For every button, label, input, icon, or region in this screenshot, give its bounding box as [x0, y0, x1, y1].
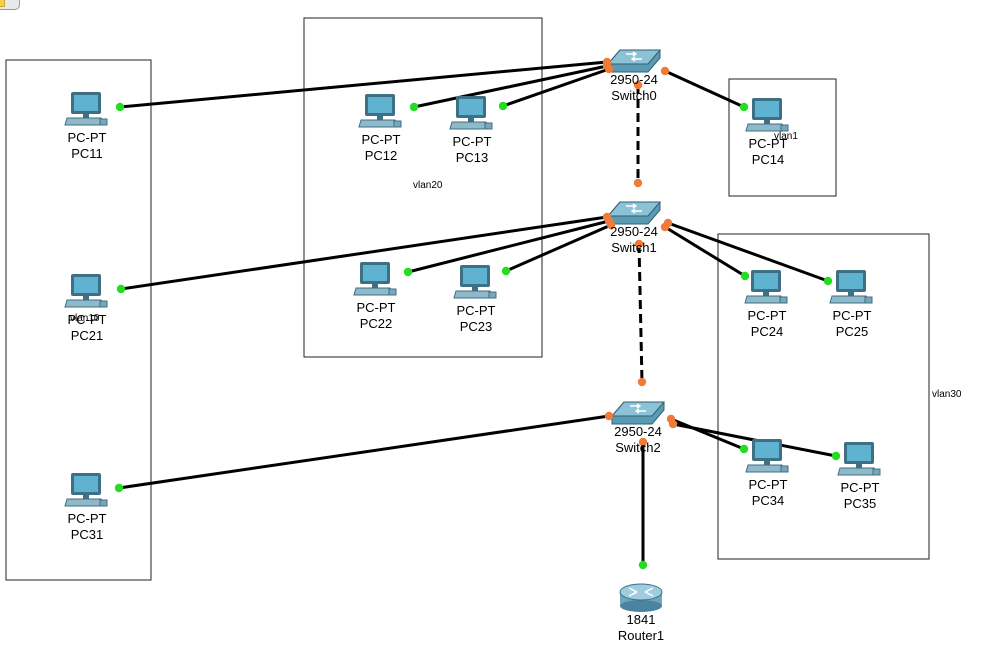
pc31-name-label: PC31	[70, 527, 104, 542]
port-router1	[638, 560, 648, 570]
port-switch1	[663, 218, 673, 228]
link-switch1-pc24[interactable]	[664, 225, 746, 278]
router1-router-icon[interactable]	[619, 583, 663, 612]
switch0-name-label: Switch0	[611, 88, 657, 103]
zone-vlan10-label: vlan10	[70, 313, 100, 324]
pc21-model-label: PC-PT	[67, 312, 107, 327]
switch0-model-label: 2950-24	[610, 72, 658, 87]
port-pc35	[831, 451, 841, 461]
link-pc31-switch2[interactable]	[118, 414, 610, 490]
pc13-model-label: PC-PT	[452, 134, 492, 149]
switch2-name-label: Switch2	[615, 440, 661, 455]
pc11-name-label: PC11	[71, 146, 103, 161]
router1-name-label: Router1	[617, 628, 665, 643]
pc13-pc-icon[interactable]	[449, 96, 493, 130]
pc35-name-label: PC35	[843, 496, 877, 511]
pc34-model-label: PC-PT	[748, 477, 788, 492]
pc34-name-label: PC34	[751, 493, 785, 508]
switch1-switch-icon[interactable]	[606, 201, 662, 225]
note-icon[interactable]	[0, 0, 20, 10]
pc14-model-label: PC-PT	[748, 136, 788, 151]
port-pc22	[403, 267, 413, 277]
port-switch1	[606, 220, 616, 230]
link-pc12-switch0[interactable]	[413, 64, 608, 109]
switch0-switch-icon[interactable]	[606, 49, 662, 73]
port-switch2	[668, 419, 678, 429]
port-switch0	[660, 66, 670, 76]
port-switch2	[637, 377, 647, 387]
link-pc13-switch0[interactable]	[502, 67, 610, 108]
zone-vlan20-label: vlan20	[413, 180, 443, 191]
pc31-pc-icon[interactable]	[64, 473, 108, 507]
port-switch0	[633, 80, 643, 90]
port-pc11	[115, 102, 125, 112]
pc35-pc-icon[interactable]	[837, 442, 881, 476]
switch1-name-label: Switch1	[611, 240, 657, 255]
port-pc12	[409, 102, 419, 112]
port-pc14	[739, 102, 749, 112]
pc24-model-label: PC-PT	[747, 308, 787, 323]
zone-vlan10-box[interactable]	[5, 59, 152, 581]
port-pc24	[740, 271, 750, 281]
pc11-model-label: PC-PT	[67, 130, 107, 145]
link-pc22-switch1[interactable]	[407, 219, 610, 274]
port-switch2	[638, 437, 648, 447]
pc31-model-label: PC-PT	[67, 511, 107, 526]
port-pc13	[498, 101, 508, 111]
pc13-name-label: PC13	[455, 150, 489, 165]
pc12-pc-icon[interactable]	[358, 94, 402, 128]
port-pc25	[823, 276, 833, 286]
pc23-pc-icon[interactable]	[453, 265, 497, 299]
pc22-pc-icon[interactable]	[353, 262, 397, 296]
link-pc21-switch1[interactable]	[120, 215, 608, 291]
pc21-name-label: PC21	[70, 328, 104, 343]
switch1-model-label: 2950-24	[610, 224, 658, 239]
port-switch1	[634, 239, 644, 249]
pc25-name-label: PC25	[835, 324, 869, 339]
port-pc34	[739, 444, 749, 454]
link-pc23-switch1[interactable]	[505, 223, 612, 273]
pc12-model-label: PC-PT	[361, 132, 401, 147]
zone-vlan20-box[interactable]	[303, 17, 543, 358]
port-switch1	[633, 178, 643, 188]
pc34-pc-icon[interactable]	[745, 439, 789, 473]
pc14-pc-icon[interactable]	[745, 98, 789, 132]
link-switch2-pc34[interactable]	[670, 417, 745, 451]
pc25-model-label: PC-PT	[832, 308, 872, 323]
pc22-name-label: PC22	[359, 316, 393, 331]
port-pc21	[116, 284, 126, 294]
zone-vlan30-box[interactable]	[717, 233, 930, 560]
pc24-pc-icon[interactable]	[744, 270, 788, 304]
link-switch0-pc14[interactable]	[664, 69, 745, 109]
zone-vlan1-box[interactable]	[728, 78, 837, 197]
port-pc23	[501, 266, 511, 276]
pc12-name-label: PC12	[364, 148, 398, 163]
pc11-pc-icon[interactable]	[64, 92, 108, 126]
pc22-model-label: PC-PT	[356, 300, 396, 315]
link-pc11-switch0[interactable]	[119, 60, 608, 109]
link-switch1-pc25[interactable]	[667, 221, 829, 283]
port-pc31	[114, 483, 124, 493]
zone-vlan30-label: vlan30	[932, 389, 962, 400]
pc35-model-label: PC-PT	[840, 480, 880, 495]
link-switch1-switch2[interactable]	[637, 243, 644, 383]
pc23-model-label: PC-PT	[456, 303, 496, 318]
pc24-name-label: PC24	[750, 324, 784, 339]
switch2-switch-icon[interactable]	[610, 401, 666, 425]
port-switch2	[604, 411, 614, 421]
router1-model-label: 1841	[626, 612, 656, 627]
pc25-pc-icon[interactable]	[829, 270, 873, 304]
pc21-pc-icon[interactable]	[64, 274, 108, 308]
port-switch0	[604, 64, 614, 74]
pc14-name-label: PC14	[751, 152, 785, 167]
zone-vlan1-label: vlan1	[774, 131, 798, 142]
switch2-model-label: 2950-24	[614, 424, 662, 439]
pc23-name-label: PC23	[459, 319, 493, 334]
